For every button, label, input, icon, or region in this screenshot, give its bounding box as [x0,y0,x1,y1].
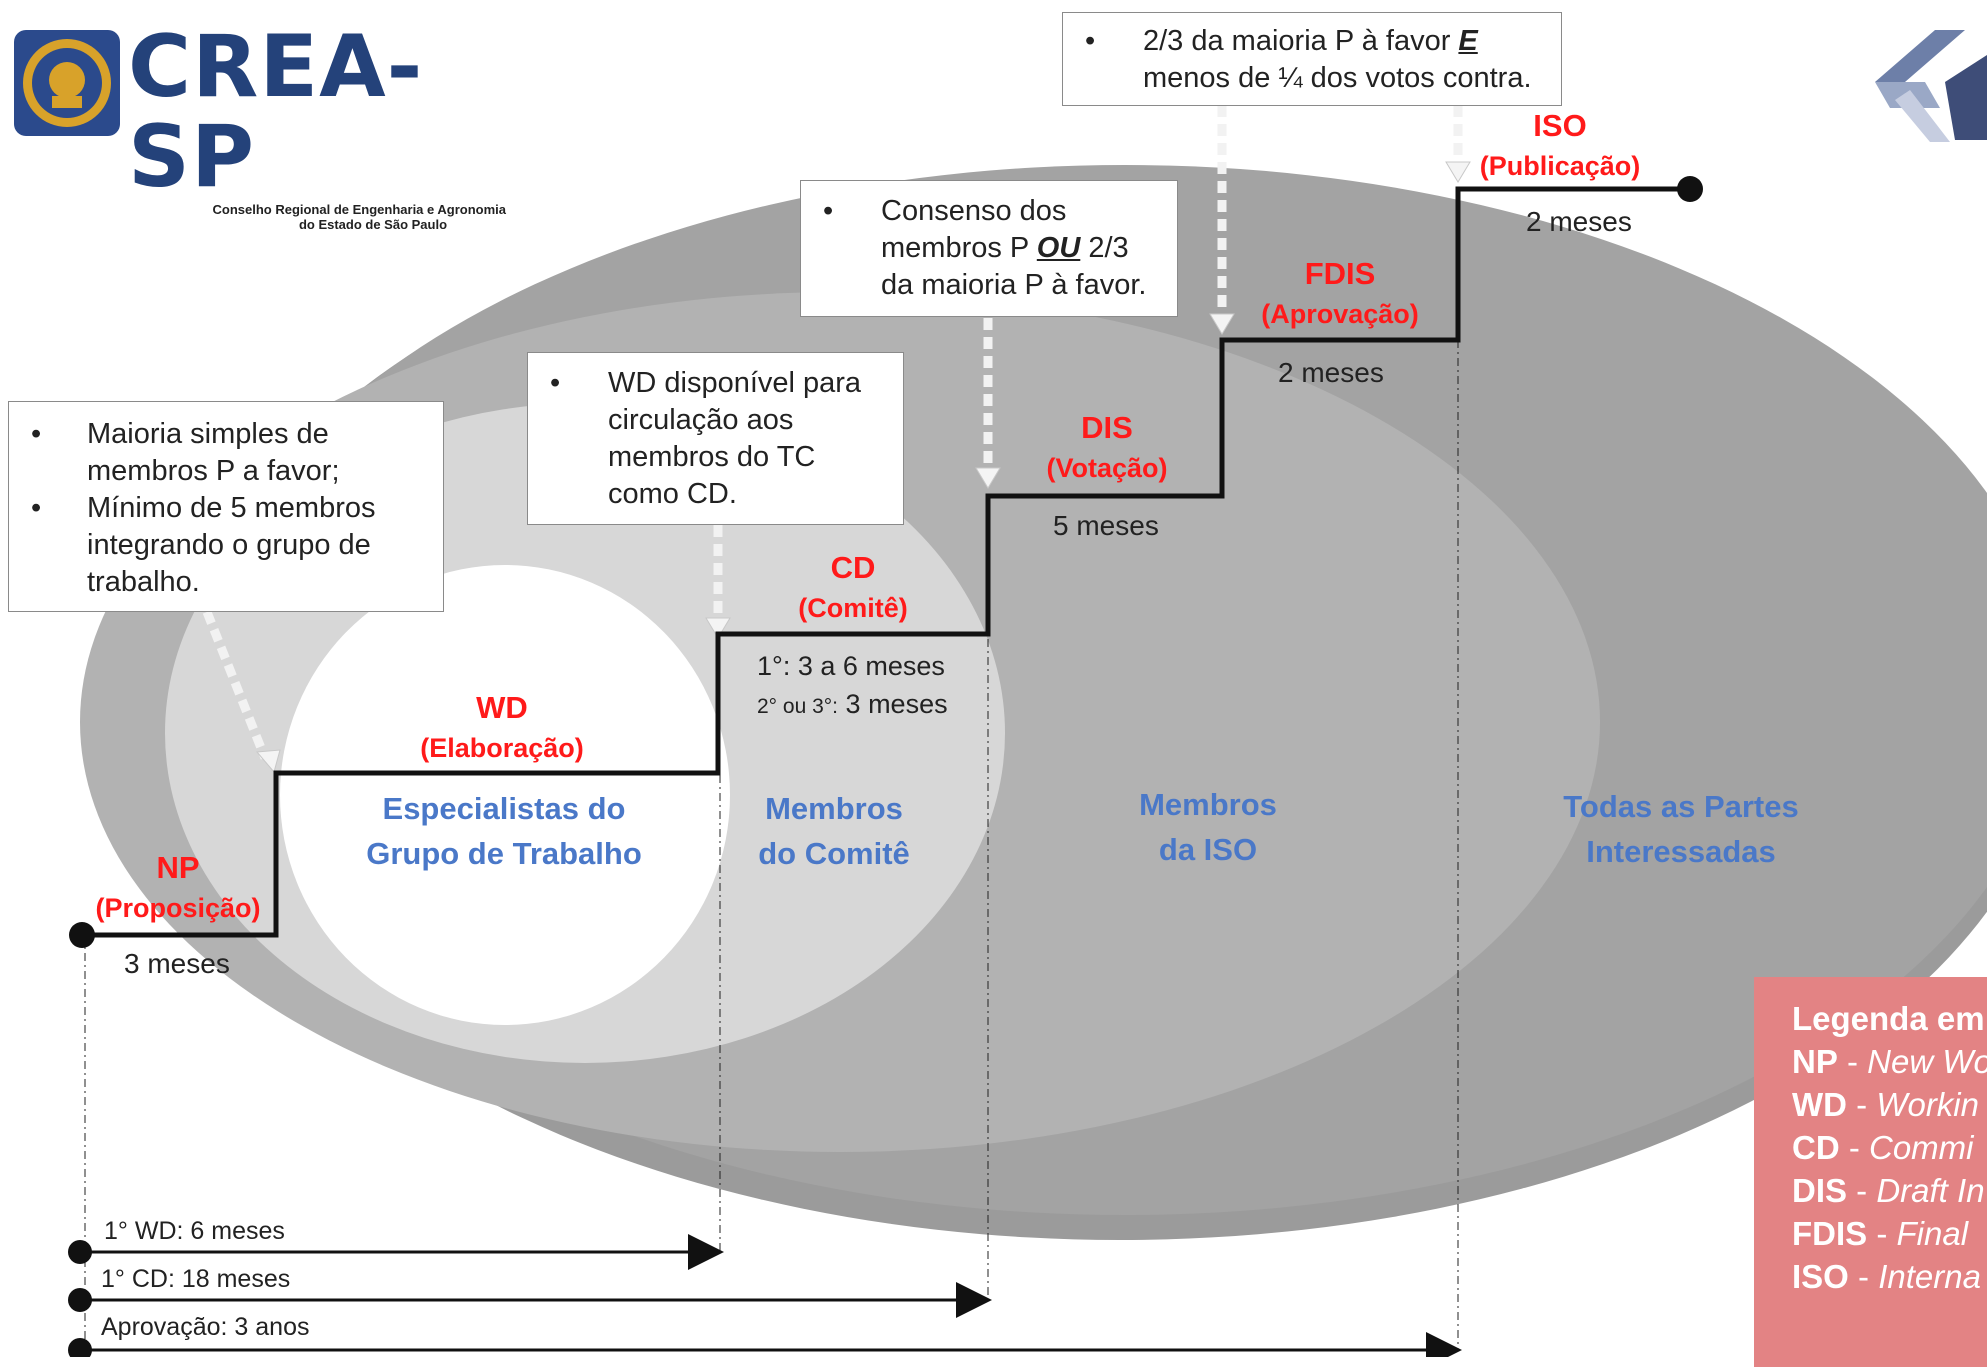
stage-wd-title: WD(Elaboração) [420,690,584,763]
guide-lines [84,340,1459,1350]
legend-item-cd: CD - Commi [1792,1129,1974,1166]
duration-iso: 2 meses [1526,206,1632,237]
legend-box: Legenda em NP - New Wo WD - Workin CD - … [1754,977,1987,1367]
callout-np: Maioria simples de membros P a favor; Mí… [8,401,444,612]
callout-wd: WD disponível para circulação aos membro… [527,352,904,525]
timeline-arrows [82,1234,1462,1357]
legend-item-iso: ISO - Interna [1792,1258,1981,1295]
duration-cd-line2: 2° ou 3°: 3 meses [757,689,948,719]
end-dot [1677,176,1703,202]
duration-fdis: 2 meses [1278,357,1384,388]
staircase-line [80,186,1690,938]
callout-cd-item-1: Consenso dos membros P OU 2/3 da maioria… [801,193,1177,304]
timeline-dot-wd [68,1240,92,1264]
timeline-label-approval: Aprovação: 3 anos [101,1313,310,1341]
callout-cd: Consenso dos membros P OU 2/3 da maioria… [800,180,1178,317]
legend-item-dis: DIS - Draft In [1792,1172,1985,1209]
callout-np-item-2: Mínimo de 5 membros integrando o grupo d… [9,490,443,601]
callout-np-item-1: Maioria simples de membros P a favor; [9,416,443,490]
duration-np: 3 meses [124,948,230,979]
callout-wd-item-1: WD disponível para circulação aos membro… [528,365,903,513]
corner-logo-icon [1875,30,1987,142]
logo-subtitle-2: do Estado de São Paulo [298,217,448,232]
duration-dis: 5 meses [1053,510,1159,541]
timeline-dot-cd [68,1288,92,1312]
stage-fdis-title: FDIS(Aprovação) [1261,256,1419,329]
legend-item-fdis: FDIS - Final [1792,1215,1969,1252]
legend-item-wd: WD - Workin [1792,1086,1979,1123]
logo-subtitle-1: Conselho Regional de Engenharia e Agrono… [212,202,506,217]
crea-sp-logo: CREA-SP Conselho Regional de Engenharia … [128,22,528,232]
timeline-label-cd: 1° CD: 18 meses [101,1265,291,1293]
callout-fdis: 2/3 da maioria P à favor E menos de ¼ do… [1062,12,1562,106]
legend-item-np: NP - New Wo [1792,1043,1987,1080]
stage-np-title: NP(Proposição) [95,850,261,923]
stage-cd-title: CD(Comitê) [798,550,908,623]
callout-pointers [202,105,1463,760]
pointer-heads [255,161,1471,774]
crea-sp-emblem-icon [14,30,120,136]
stage-iso-title: ISO(Publicação) [1479,108,1641,181]
ellipse-working-group [280,565,730,1025]
timeline-label-wd: 1° WD: 6 meses [104,1217,285,1245]
callout-fdis-item-1: 2/3 da maioria P à favor E menos de ¼ do… [1063,23,1561,97]
logo-wordmark: CREA-SP [128,17,424,207]
duration-cd-line1: 1°: 3 a 6 meses [757,651,945,681]
timeline-dot-approval [68,1338,92,1357]
stage-dis-title: DIS(Votação) [1046,410,1168,483]
start-dot [69,922,95,948]
legend-title: Legenda em [1792,1000,1985,1037]
